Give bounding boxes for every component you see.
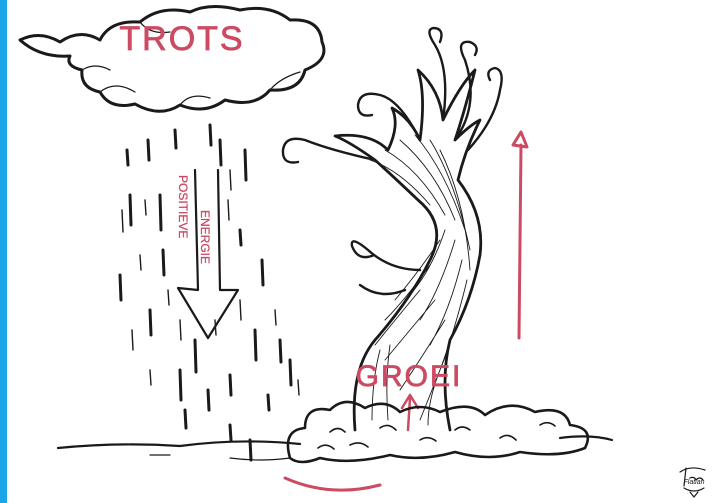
tree-label: GROEI [356,360,463,393]
rain-label-left: POSITIEVE [176,175,190,238]
bush-icon [285,402,588,490]
ground-line [58,436,612,460]
rain-icon [120,125,299,460]
up-arrow-icon [513,132,527,338]
cloud-label: TROTS [119,20,244,58]
signature-text: Flatlan [683,479,704,486]
side-bar [0,0,7,503]
rain-label-right: ENERGIE [198,210,212,264]
